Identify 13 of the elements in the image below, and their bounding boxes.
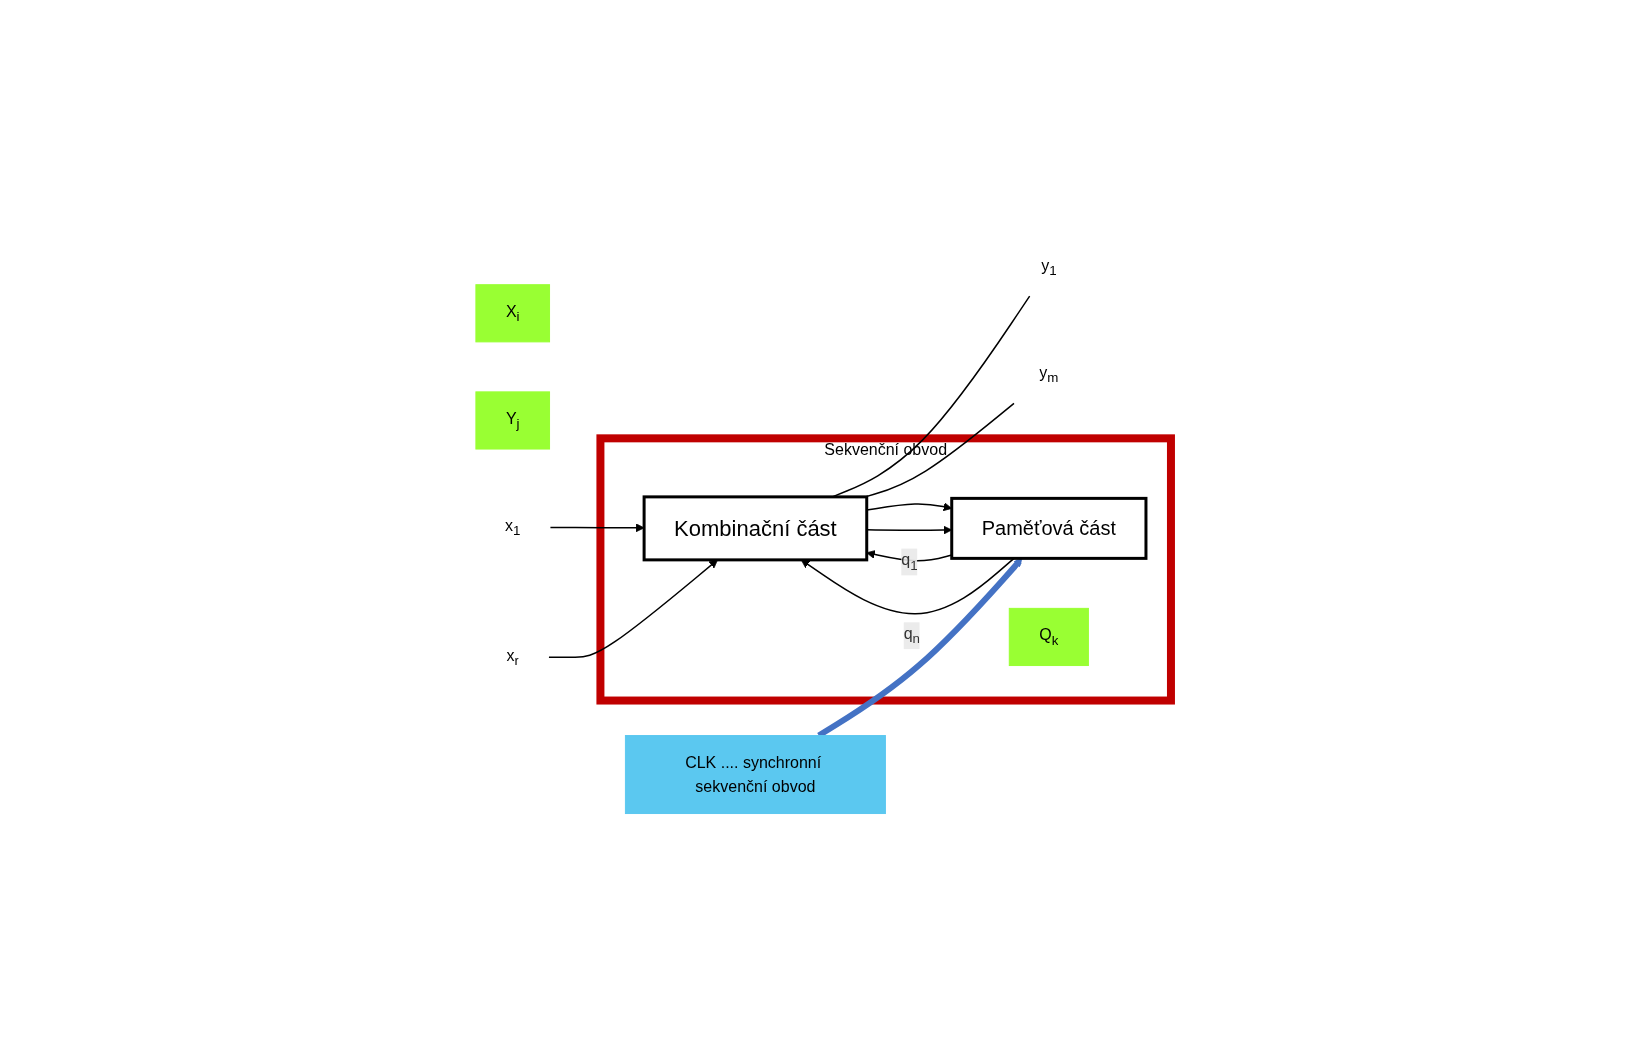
edge-label: q$_{1}$ — [901, 551, 918, 573]
node-box: Y$_{j}$ — [475, 391, 551, 450]
node-text: y$_{m}$ — [1039, 364, 1059, 386]
node-box: Kombinační část — [642, 495, 869, 562]
node-box: Paměťová část — [950, 497, 1148, 561]
arrow — [549, 523, 645, 533]
edge-label: q$_{n}$ — [903, 625, 920, 647]
node-box: Q$_{k}$ — [1008, 608, 1089, 667]
node-text: y$_{1}$ — [1041, 257, 1057, 279]
node-text: x$_{r}$ — [506, 646, 519, 669]
node-text: x$_{1}$ — [505, 517, 521, 539]
node-box: CLK .... synchronní sekvenční obvod — [624, 735, 886, 815]
node-box: X$_{i}$ — [475, 284, 551, 343]
